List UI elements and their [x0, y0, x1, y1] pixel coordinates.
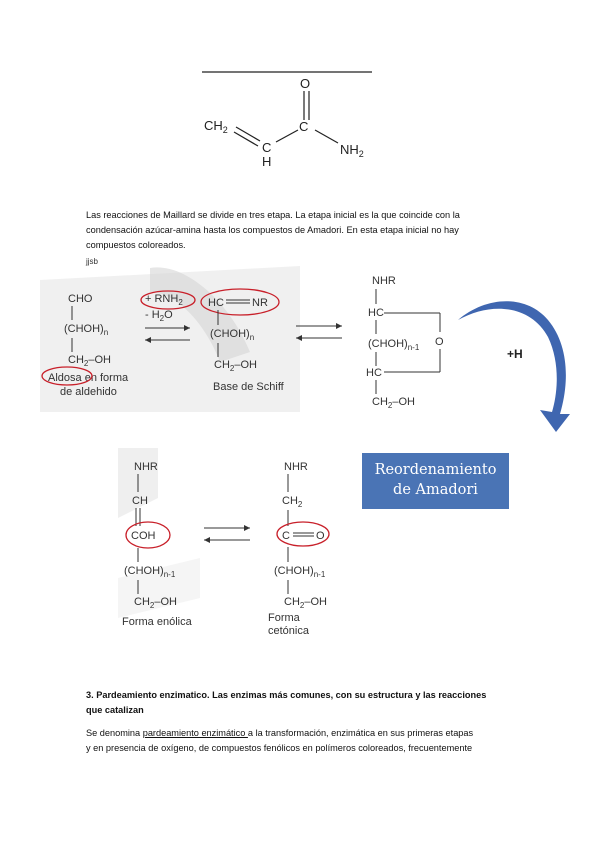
- paragraph-line: condensación azúcar-amina hasta los comp…: [86, 225, 459, 235]
- enol-nhr: NHR: [134, 461, 158, 473]
- cyclic-ch2oh: CH2–OH: [372, 396, 415, 410]
- rearrangement-arrow: [458, 301, 570, 432]
- schiff-hc: HC: [208, 297, 224, 309]
- amadori-rearrangement-box: Reordenamiento de Amadori: [362, 453, 509, 509]
- keto-oxygen: O: [316, 530, 325, 542]
- carbonyl-carbon-label: C: [299, 119, 308, 134]
- h-label: H: [262, 154, 271, 169]
- enol-ch: CH: [132, 495, 148, 507]
- enol-highlight-circle: [125, 521, 171, 549]
- body-line: y en presencia de oxígeno, de compuestos…: [86, 743, 473, 753]
- reagent-water: - H2O: [145, 309, 173, 323]
- schiff-base-scheme: CHO (CHOH)n CH2–OH Aldosa en forma de al…: [40, 266, 570, 432]
- enzymatic-browning-link[interactable]: pardeamiento enzimático: [142, 728, 248, 738]
- keto-caption-2: cetónica: [268, 625, 310, 637]
- ring-oxygen: O: [435, 336, 444, 348]
- enol-coh: COH: [131, 530, 156, 542]
- enol-chohn: (CHOH)n-1: [124, 565, 176, 579]
- section-3-heading: 3. Pardeamiento enzimatico. Las enzimas …: [86, 688, 531, 718]
- oxygen-label: O: [300, 76, 310, 91]
- cyclic-hc-bottom: HC: [366, 367, 382, 379]
- schiff-chohn: (CHOH)n: [210, 328, 254, 342]
- schiff-ch2oh: CH2–OH: [214, 359, 257, 373]
- body-line: Se denomina pardeamiento enzimático a la…: [86, 728, 474, 738]
- acrylamide-structure: CH2 O C C H NH2: [202, 71, 372, 169]
- paragraph-line: Las reacciones de Maillard se divide en …: [86, 210, 460, 220]
- maillard-paragraph: Las reacciones de Maillard se divide en …: [86, 208, 526, 253]
- keto-caption-1: Forma: [268, 612, 301, 624]
- rnh2-highlight-circle: [140, 290, 196, 310]
- enol-caption: Forma enólica: [122, 616, 193, 628]
- cyclic-nhr: NHR: [372, 275, 396, 287]
- aldose-chohn: (CHOH)n: [64, 323, 108, 337]
- keto-highlight-circle: [276, 521, 330, 547]
- aldose-highlight-circle: [41, 366, 93, 386]
- keto-carbon: C: [282, 530, 290, 542]
- keto-chohn: (CHOH)n-1: [274, 565, 326, 579]
- aldose-ch2oh: CH2–OH: [68, 354, 111, 368]
- heading-line: que catalizan: [86, 705, 144, 715]
- section-3-body: Se denomina pardeamiento enzimático a la…: [86, 726, 531, 756]
- enol-ch2oh: CH2–OH: [134, 596, 177, 610]
- cyclic-chohn: (CHOH)n-1: [368, 338, 420, 352]
- keto-ch2oh: CH2–OH: [284, 596, 327, 610]
- schiff-nr: NR: [252, 297, 268, 309]
- keto-nhr: NHR: [284, 461, 308, 473]
- nh2-label: NH2: [340, 142, 364, 159]
- reagent-rnh2: + RNH2: [145, 293, 183, 307]
- schiff-highlight-circle: [200, 288, 280, 316]
- aldose-cho: CHO: [68, 293, 93, 305]
- heading-line: 3. Pardeamiento enzimatico. Las enzimas …: [86, 690, 487, 700]
- box-line-1: Reordenamiento: [374, 462, 497, 478]
- aldose-caption-2: de aldehido: [60, 386, 117, 398]
- ch-carbon-label: C: [262, 140, 271, 155]
- aldose-caption-1: Aldosa en forma: [48, 372, 129, 384]
- amadori-scheme: NHR CH COH (CHOH)n-1 CH2–OH Forma enólic…: [118, 448, 330, 637]
- text-fragment: jjsb: [86, 257, 99, 266]
- plus-h-label: +H: [507, 347, 523, 361]
- paragraph-line: compuestos coloreados.: [86, 240, 186, 250]
- keto-ch2: CH2: [282, 495, 303, 509]
- ch2-label: CH2: [204, 118, 228, 135]
- cyclic-hc-top: HC: [368, 307, 384, 319]
- box-line-2: de Amadori: [393, 482, 478, 498]
- schiff-caption: Base de Schiff: [213, 381, 285, 393]
